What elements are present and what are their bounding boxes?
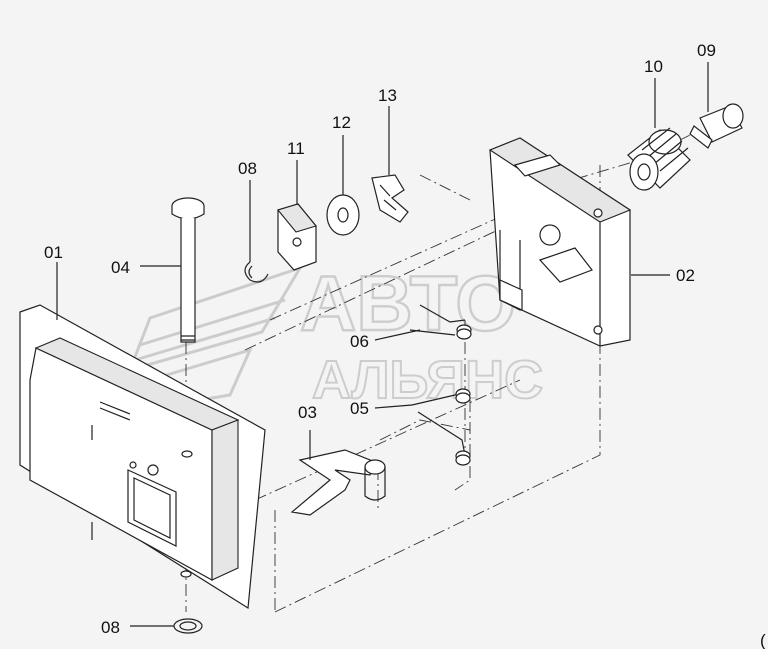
part-labels: 01 02 03 04 05 06 08 08 09 10 11 12 13 bbox=[44, 41, 716, 637]
label-part-10: 10 bbox=[644, 57, 663, 76]
label-part-11: 11 bbox=[287, 139, 305, 158]
corner-mark: ( bbox=[760, 631, 766, 649]
housing-hole bbox=[147, 464, 159, 476]
leader-lines bbox=[56, 62, 709, 627]
part-12-washer bbox=[326, 194, 360, 236]
housing-pin-hole bbox=[181, 450, 193, 458]
label-part-08-top: 08 bbox=[238, 159, 257, 178]
housing-hole-small bbox=[129, 461, 137, 469]
label-part-13: 13 bbox=[378, 86, 397, 105]
housing-bottom-hole bbox=[180, 570, 192, 578]
part-08-circlip-top bbox=[244, 261, 269, 283]
label-part-08-bottom: 08 bbox=[101, 618, 120, 637]
label-part-02: 02 bbox=[676, 266, 695, 285]
part-10-bushing bbox=[627, 127, 691, 191]
part-01-lock-housing bbox=[19, 304, 266, 610]
label-part-09: 09 bbox=[697, 41, 716, 60]
label-part-04: 04 bbox=[111, 258, 130, 277]
part-08-circlip-bottom bbox=[173, 618, 203, 634]
part-05-spring bbox=[411, 388, 471, 466]
label-part-12: 12 bbox=[332, 113, 351, 132]
part-03-latch bbox=[290, 449, 386, 516]
part-11-plate bbox=[277, 203, 317, 271]
watermark-line2: АЛЬЯНС bbox=[312, 350, 543, 410]
label-part-06: 06 bbox=[350, 332, 369, 351]
label-part-05: 05 bbox=[350, 399, 369, 418]
part-02-bracket bbox=[488, 137, 632, 347]
label-part-03: 03 bbox=[298, 403, 317, 422]
part-04-pin bbox=[171, 197, 205, 343]
part-13-clip bbox=[371, 174, 409, 223]
label-part-01: 01 bbox=[44, 243, 63, 262]
part-09-bolt bbox=[689, 103, 744, 149]
